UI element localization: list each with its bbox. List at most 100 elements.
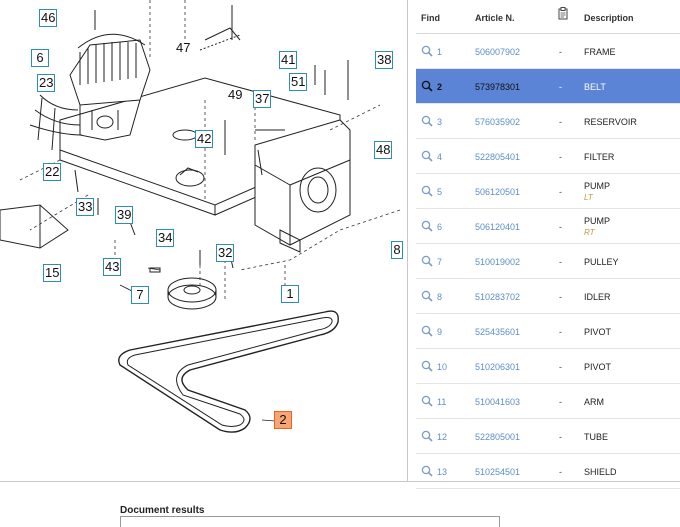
row-find[interactable]: 9	[437, 327, 443, 337]
magnifier-icon[interactable]	[421, 255, 433, 267]
callout-37[interactable]: 37	[253, 90, 272, 108]
row-qty: -	[559, 327, 562, 337]
row-description: BELT	[584, 82, 606, 92]
callout-32[interactable]: 32	[216, 244, 235, 262]
row-article[interactable]: 576035902	[475, 117, 521, 127]
row-qty: -	[559, 117, 562, 127]
exploded-view-drawing	[0, 0, 401, 433]
callout-48[interactable]: 48	[374, 141, 393, 159]
callout-47[interactable]: 47	[176, 40, 191, 55]
callout-46[interactable]: 46	[39, 9, 58, 27]
row-article[interactable]: 510019002	[475, 257, 521, 267]
callout-6[interactable]: 6	[31, 49, 49, 67]
row-find[interactable]: 13	[437, 467, 448, 477]
callout-49[interactable]: 49	[228, 87, 243, 102]
row-find[interactable]: 4	[437, 152, 443, 162]
row-find[interactable]: 2	[437, 82, 443, 92]
magnifier-icon[interactable]	[421, 115, 433, 127]
row-description: FRAME	[584, 47, 616, 57]
table-row[interactable]: 1 506007902 - FRAME	[416, 34, 680, 69]
row-find[interactable]: 11	[437, 397, 447, 407]
row-article[interactable]: 510283702	[475, 292, 521, 302]
row-find[interactable]: 3	[437, 117, 443, 127]
row-article[interactable]: 506120501	[475, 187, 521, 197]
row-description: PIVOT	[584, 327, 612, 337]
callout-8[interactable]: 8	[391, 241, 403, 259]
row-qty: -	[559, 152, 562, 162]
callout-2-highlighted[interactable]: 2	[274, 411, 292, 429]
callout-42[interactable]: 42	[195, 130, 214, 148]
callout-38[interactable]: 38	[375, 51, 394, 69]
row-find[interactable]: 10	[437, 362, 448, 372]
row-article[interactable]: 510041603	[475, 397, 521, 407]
callout-39[interactable]: 39	[115, 206, 134, 224]
callout-1[interactable]: 1	[281, 285, 299, 303]
row-find[interactable]: 6	[437, 222, 443, 232]
magnifier-icon[interactable]	[421, 430, 433, 442]
callout-33[interactable]: 33	[76, 198, 95, 216]
row-qty: -	[559, 292, 562, 302]
row-article[interactable]: 506120401	[475, 222, 521, 232]
row-find[interactable]: 8	[437, 292, 443, 302]
callout-7[interactable]: 7	[131, 286, 149, 304]
row-find[interactable]: 12	[437, 432, 448, 442]
callout-41[interactable]: 41	[279, 51, 298, 69]
row-qty: -	[559, 47, 562, 57]
row-article[interactable]: 506007902	[475, 47, 521, 57]
callout-43[interactable]: 43	[103, 258, 122, 276]
magnifier-icon[interactable]	[421, 220, 433, 232]
row-qty: -	[559, 257, 562, 267]
row-article[interactable]: 522805001	[475, 432, 521, 442]
clipboard-icon[interactable]	[558, 7, 568, 20]
magnifier-icon[interactable]	[421, 465, 433, 477]
callout-15[interactable]: 15	[43, 264, 62, 282]
parts-diagram[interactable]: 46 6 23 22 33 39 15 43 7 34 32 1 47 42 4…	[0, 0, 405, 480]
magnifier-icon[interactable]	[421, 395, 433, 407]
parts-table: Find Article N. Description 1 506007902 - F…	[416, 0, 680, 489]
row-qty: -	[559, 82, 562, 92]
callout-23[interactable]: 23	[37, 74, 56, 92]
row-find[interactable]: 7	[437, 257, 443, 267]
table-row[interactable]: 13 510254501 - SHIELD	[416, 454, 680, 489]
magnifier-icon[interactable]	[421, 185, 433, 197]
row-qty: -	[559, 187, 562, 197]
magnifier-icon[interactable]	[421, 80, 433, 92]
row-qty: -	[559, 432, 562, 442]
row-qty: -	[559, 467, 562, 477]
row-description: ARM	[584, 397, 604, 407]
row-description: SHIELD	[584, 467, 617, 477]
callout-22[interactable]: 22	[43, 163, 62, 181]
callout-34[interactable]: 34	[156, 229, 175, 247]
col-description[interactable]: Description	[584, 13, 634, 23]
row-article[interactable]: 573978301	[475, 82, 521, 92]
col-article[interactable]: Article N.	[475, 13, 515, 23]
magnifier-icon[interactable]	[421, 45, 433, 57]
row-description: PUMP	[584, 216, 611, 226]
table-header: Find Article N. Description	[416, 0, 680, 34]
row-article[interactable]: 510254501	[475, 467, 521, 477]
row-article[interactable]: 510206301	[475, 362, 521, 372]
magnifier-icon[interactable]	[421, 360, 433, 372]
table-row[interactable]: 9 525435601 - PIVOT	[416, 314, 680, 349]
row-find[interactable]: 1	[437, 47, 443, 57]
panel-divider	[407, 0, 408, 482]
magnifier-icon[interactable]	[421, 325, 433, 337]
callout-51[interactable]: 51	[289, 73, 308, 91]
magnifier-icon[interactable]	[421, 290, 433, 302]
col-find[interactable]: Find	[421, 13, 440, 23]
row-find[interactable]: 5	[437, 187, 443, 197]
row-article[interactable]: 522805401	[475, 152, 521, 162]
row-article[interactable]: 525435601	[475, 327, 521, 337]
row-note: LT	[584, 193, 593, 202]
table-row[interactable]: 2 573978301 - BELT	[416, 69, 680, 104]
magnifier-icon[interactable]	[421, 150, 433, 162]
